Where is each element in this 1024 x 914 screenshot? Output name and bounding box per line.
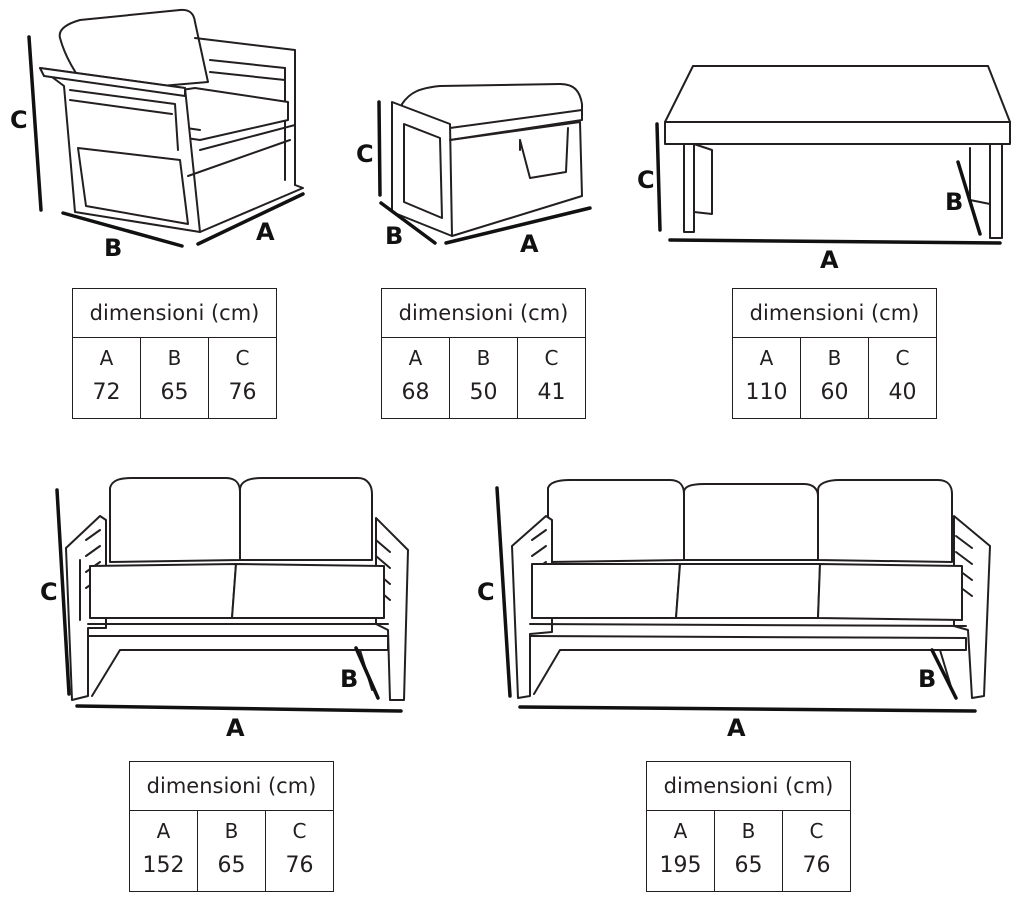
ottoman-dim-c-line [377,100,382,197]
dimension-cell-b: B 65 [197,810,266,892]
column-label: A [759,346,774,370]
three-seat-sofa-dim-a-line [518,705,977,713]
ottoman-dim-a-line [444,206,592,245]
ottoman-label-c: C [356,140,374,168]
armchair-drawing [39,8,304,233]
armchair-dimensions-table: dimensioni (cm) A 72 B 65 C 76 [72,288,277,419]
table-header: dimensioni (cm) [732,288,937,338]
dimension-cell-b: B 60 [800,337,869,419]
three-seat-sofa-drawing [511,479,991,699]
two-seat-sofa-dim-a-line [75,704,403,713]
column-label: C [544,346,559,370]
dimension-value: 60 [820,380,849,405]
coffee-table-label-b: B [945,188,964,216]
column-label: C [292,819,307,843]
coffee-table-drawing [664,65,1011,239]
coffee-table-label-c: C [637,166,655,194]
ottoman-label-b: B [385,222,404,250]
two-seat-sofa-drawing [65,477,409,701]
two-seat-sofa-dimensions-table: dimensioni (cm) A 152 B 65 C 76 [129,761,334,892]
three-seat-sofa-dim-c-line [495,486,512,698]
three-seat-sofa-label-c: C [477,578,495,606]
dimension-cell-a: A 110 [732,337,801,419]
two-seat-sofa-dim-c-line [55,488,71,696]
dimension-value: 72 [92,380,121,405]
dimension-cell-a: A 152 [129,810,198,892]
ottoman-dim-b-line [379,201,437,245]
dimension-cell-a: A 72 [72,337,141,419]
column-label: A [99,346,114,370]
armchair-label-b: B [104,234,123,262]
three-seat-sofa-dim-b-line [930,648,958,700]
ottoman-label-a: A [520,230,539,258]
two-seat-sofa-dim-b-line [354,646,380,700]
column-label: B [827,346,842,370]
dimension-cell-a: A 68 [381,337,450,419]
dimension-value: 65 [734,853,763,878]
two-seat-sofa-label-b: B [340,665,359,693]
table-header: dimensioni (cm) [72,288,277,338]
dimension-value: 76 [802,853,831,878]
dimension-value: 65 [160,380,189,405]
two-seat-sofa-label-c: C [40,578,58,606]
three-seat-sofa-label-a: A [727,714,746,742]
coffee-table-dimensions-table: dimensioni (cm) A 110 B 60 C 40 [732,288,937,419]
column-label: B [741,819,756,843]
dimension-cell-c: C 76 [782,810,851,892]
coffee-table-dim-a-line [668,238,1002,245]
dimension-value: 68 [401,380,430,405]
table-header: dimensioni (cm) [646,761,851,811]
armchair-label-c: C [10,106,28,134]
dimension-value: 41 [537,380,566,405]
coffee-table-label-a: A [820,246,839,274]
dimension-value: 40 [888,380,917,405]
two-seat-sofa-label-a: A [226,714,245,742]
ottoman-drawing [391,83,583,237]
armchair-dim-a-line [196,192,305,246]
dimension-cell-c: C 41 [517,337,586,419]
column-label: C [235,346,250,370]
dimension-cell-b: B 65 [714,810,783,892]
dimension-cell-c: C 40 [868,337,937,419]
dimension-value: 76 [285,853,314,878]
column-label: B [476,346,491,370]
dimension-cell-c: C 76 [265,810,334,892]
ottoman-dimensions-table: dimensioni (cm) A 68 B 50 C 41 [381,288,586,419]
column-label: C [895,346,910,370]
dimension-value: 195 [659,853,702,878]
column-label: C [809,819,824,843]
armchair-dim-c-line [27,35,43,212]
coffee-table-dim-c-line [655,122,662,232]
dimension-value: 65 [217,853,246,878]
three-seat-sofa-dimensions-table: dimensioni (cm) A 195 B 65 C 76 [646,761,851,892]
column-label: A [408,346,423,370]
column-label: B [167,346,182,370]
dimension-cell-c: C 76 [208,337,277,419]
dimension-cell-a: A 195 [646,810,715,892]
table-header: dimensioni (cm) [129,761,334,811]
dimension-value: 76 [228,380,257,405]
dimension-cell-b: B 50 [449,337,518,419]
armchair-label-a: A [256,218,275,246]
column-label: A [156,819,171,843]
table-header: dimensioni (cm) [381,288,586,338]
column-label: B [224,819,239,843]
column-label: A [673,819,688,843]
coffee-table-dim-b-line [956,160,982,236]
dimension-value: 50 [469,380,498,405]
armchair-dim-b-line [61,211,184,248]
dimension-value: 152 [142,853,185,878]
dimension-cell-b: B 65 [140,337,209,419]
dimension-value: 110 [745,380,788,405]
three-seat-sofa-label-b: B [918,665,937,693]
